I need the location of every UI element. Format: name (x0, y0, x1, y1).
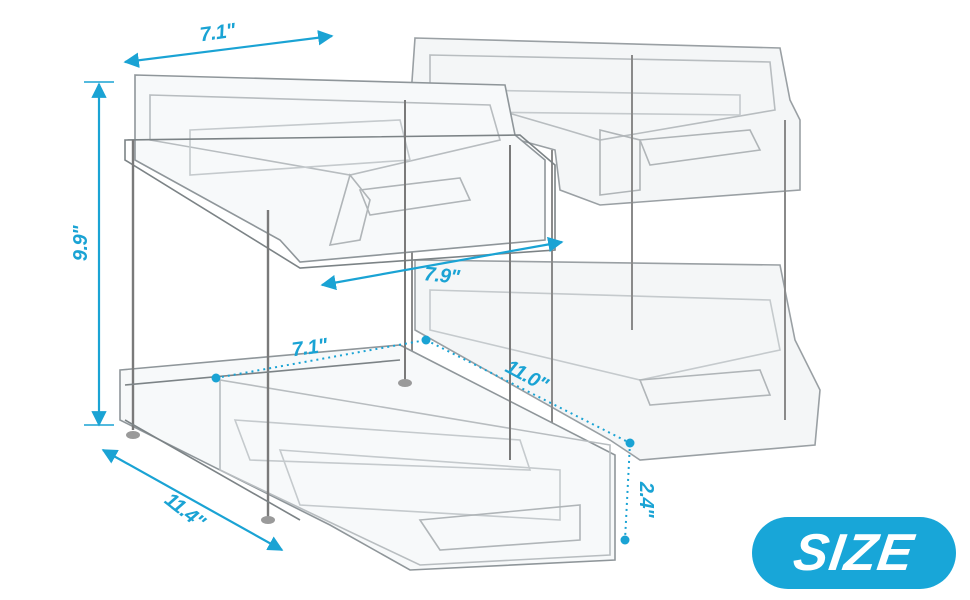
drawer-height-label: 2.4" (635, 481, 658, 518)
shelf-width-label: 7.9" (422, 263, 461, 289)
dotted-guides (215, 339, 631, 541)
top-width-arrow (123, 30, 334, 68)
size-badge: SIZE (752, 517, 956, 589)
size-badge-label: SIZE (790, 524, 918, 582)
shelf-width-arrow (320, 236, 564, 291)
dimension-lines (84, 30, 564, 551)
front-organizer-unit (119, 74, 616, 571)
drawer-width-label: 7.1" (290, 334, 329, 362)
guide-endpoints (211, 335, 635, 545)
height-label: 9.9" (70, 225, 93, 262)
top-width-label: 7.1" (198, 19, 237, 47)
rear-organizer-unit (409, 37, 821, 461)
base-depth-arrow (101, 449, 284, 551)
